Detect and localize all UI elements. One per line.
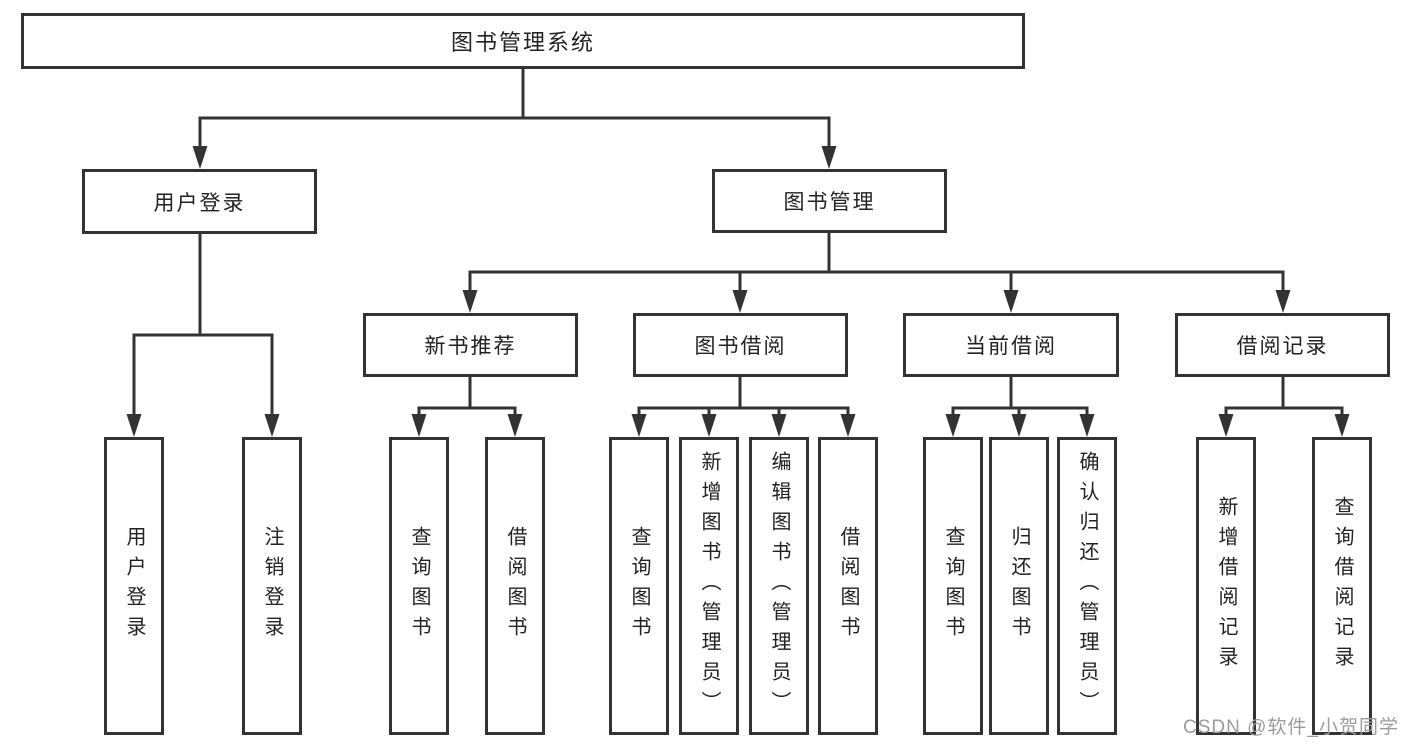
node-label: 编辑图书（管理员） [768, 451, 790, 721]
node-library-management-system: 图书管理系统 [21, 13, 1025, 69]
leaf-query-books-borrow: 查询图书 [609, 437, 669, 735]
connector-book-borrow-to-leaves [637, 377, 850, 415]
node-label: 新增借阅记录 [1215, 496, 1237, 676]
connector-new-book-to-leaves [417, 377, 517, 415]
leaf-borrow-books-recommend: 借阅图书 [485, 437, 545, 735]
node-new-book-recommendation: 新书推荐 [363, 313, 578, 377]
node-label: 借阅图书 [504, 526, 526, 646]
csdn-watermark: CSDN @软件_小贺同学 [1183, 717, 1399, 738]
node-label: 新书推荐 [424, 335, 517, 358]
node-label: 图书管理系统 [450, 30, 595, 55]
leaf-query-books-current: 查询图书 [923, 437, 983, 735]
node-label: 查询图书 [942, 526, 964, 646]
leaf-add-book-admin: 新增图书（管理员） [679, 437, 739, 735]
node-label: 图书管理 [783, 191, 876, 214]
leaf-borrow-books: 借阅图书 [818, 437, 878, 735]
leaf-confirm-return-admin: 确认归还（管理员） [1057, 437, 1117, 735]
node-label: 借阅图书 [837, 526, 859, 646]
leaf-add-borrow-record: 新增借阅记录 [1196, 437, 1256, 735]
node-label: 新增图书（管理员） [698, 451, 720, 721]
node-borrowing-records: 借阅记录 [1175, 313, 1390, 377]
node-label: 注销登录 [261, 526, 283, 646]
node-label: 查询图书 [408, 526, 430, 646]
connector-user-login-to-leaves [132, 234, 274, 415]
leaf-edit-book-admin: 编辑图书（管理员） [749, 437, 809, 735]
connector-root-to-level2 [198, 69, 831, 147]
leaf-query-books-recommend: 查询图书 [389, 437, 449, 735]
node-label: 查询借阅记录 [1331, 496, 1353, 676]
node-label: 查询图书 [628, 526, 650, 646]
leaf-logout: 注销登录 [242, 437, 302, 735]
node-label: 借阅记录 [1236, 335, 1329, 358]
leaf-query-borrow-record: 查询借阅记录 [1312, 437, 1372, 735]
arrowheads [126, 146, 1350, 437]
connector-current-borrow-to-leaves [951, 377, 1089, 415]
node-label: 用户登录 [153, 191, 246, 215]
leaf-return-book: 归还图书 [989, 437, 1049, 735]
node-book-management: 图书管理 [712, 169, 947, 233]
node-user-login: 用户登录 [82, 169, 317, 234]
connector-book-management-to-level3 [468, 233, 1285, 291]
node-label: 归还图书 [1008, 526, 1030, 646]
connector-borrow-record-to-leaves [1224, 377, 1344, 415]
node-label: 图书借阅 [694, 335, 787, 358]
node-current-borrowing: 当前借阅 [903, 313, 1119, 377]
leaf-user-login: 用户登录 [104, 437, 164, 735]
node-book-borrowing: 图书借阅 [633, 313, 848, 377]
node-label: 当前借阅 [965, 335, 1057, 358]
node-label: 用户登录 [123, 526, 145, 646]
node-label: 确认归还（管理员） [1076, 451, 1098, 721]
